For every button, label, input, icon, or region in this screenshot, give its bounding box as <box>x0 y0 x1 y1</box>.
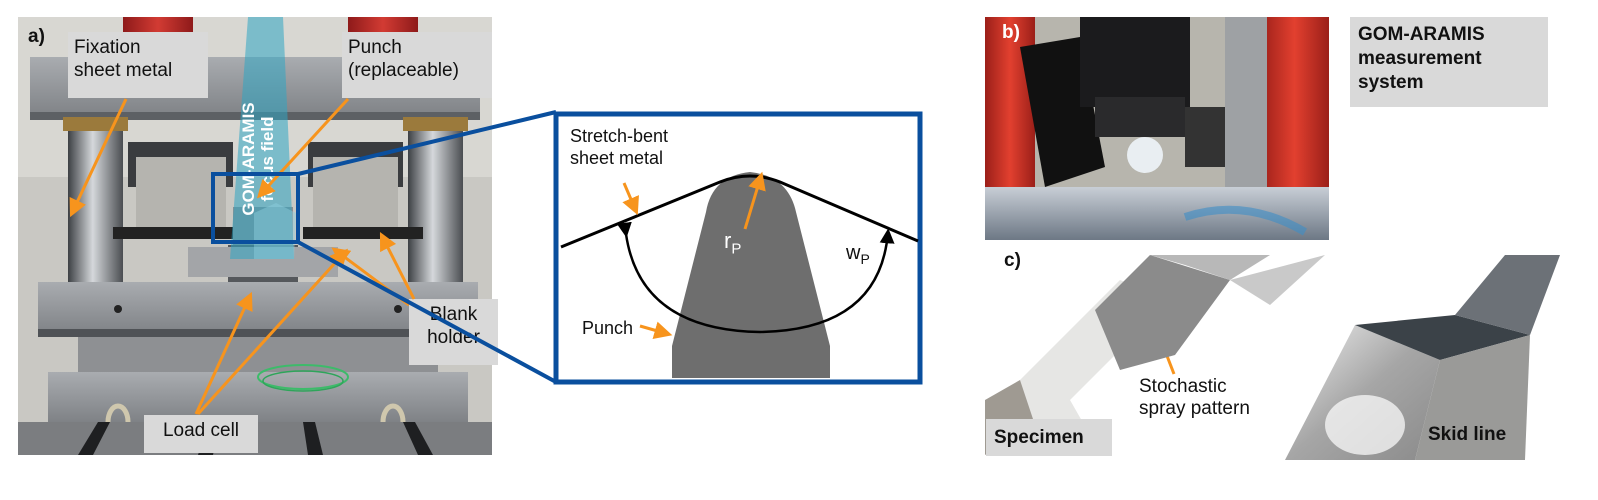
punch-line1: Punch <box>348 37 402 58</box>
camera-system-illustration <box>985 17 1329 240</box>
measurement-system-caption: GOM-ARAMIS measurement system <box>1350 17 1548 107</box>
caption-line3: system <box>1358 72 1424 93</box>
wrap-angle-arc <box>616 221 895 334</box>
punch-line2: (replaceable) <box>348 60 459 81</box>
panel-c-label: c) <box>1004 250 1021 271</box>
fixation-line1: Fixation <box>74 37 141 58</box>
load-cell-arrow-left <box>194 291 253 415</box>
load-cell-arrow-right <box>196 248 349 416</box>
stretch-bent-line2: sheet metal <box>570 148 664 168</box>
load-cell-text: Load cell <box>162 420 240 441</box>
width-symbol: w <box>846 242 861 264</box>
punch-detail-label: Punch <box>582 318 634 338</box>
skid-line-label: Skid line <box>1428 424 1507 445</box>
blank-holder-arrow-right <box>379 231 416 300</box>
panel-b-label: b) <box>1002 22 1020 43</box>
specimen-photos <box>985 255 1560 460</box>
focus-field-cone <box>230 17 294 259</box>
specimen-caption: Specimen <box>986 419 1112 456</box>
spray-pattern-label: Stochastic spray pattern <box>1139 376 1250 420</box>
punch-detail-arrow <box>639 321 673 339</box>
punch-callout: Punch (replaceable) <box>342 32 492 98</box>
radius-symbol: r <box>724 228 732 253</box>
caption-line1: GOM-ARAMIS <box>1358 24 1485 45</box>
spray-line1: Stochastic <box>1139 376 1227 397</box>
sheet-arrow <box>622 182 639 216</box>
radius-arrow <box>743 171 766 230</box>
punch-arrow <box>256 97 350 199</box>
width-label: wP <box>846 242 870 267</box>
caption-line2: measurement <box>1358 48 1482 69</box>
fixation-sheet-metal-callout: Fixation sheet metal <box>68 32 208 98</box>
zoom-source-box <box>211 172 300 244</box>
stretch-bent-label: Stretch-bent sheet metal <box>570 125 668 169</box>
spray-line2: spray pattern <box>1139 398 1250 419</box>
fixation-arrow <box>69 98 128 218</box>
stretch-bent-line1: Stretch-bent <box>570 126 669 146</box>
panel-b-photo <box>985 17 1329 240</box>
panel-a-label: a) <box>28 26 45 47</box>
load-cell-callout: Load cell <box>144 415 258 453</box>
speckle-pattern-area <box>1095 255 1230 370</box>
radius-subscript: P <box>731 240 742 258</box>
radius-label: rP <box>724 228 741 257</box>
fixation-line2: sheet metal <box>74 60 173 81</box>
width-subscript: P <box>860 251 870 267</box>
